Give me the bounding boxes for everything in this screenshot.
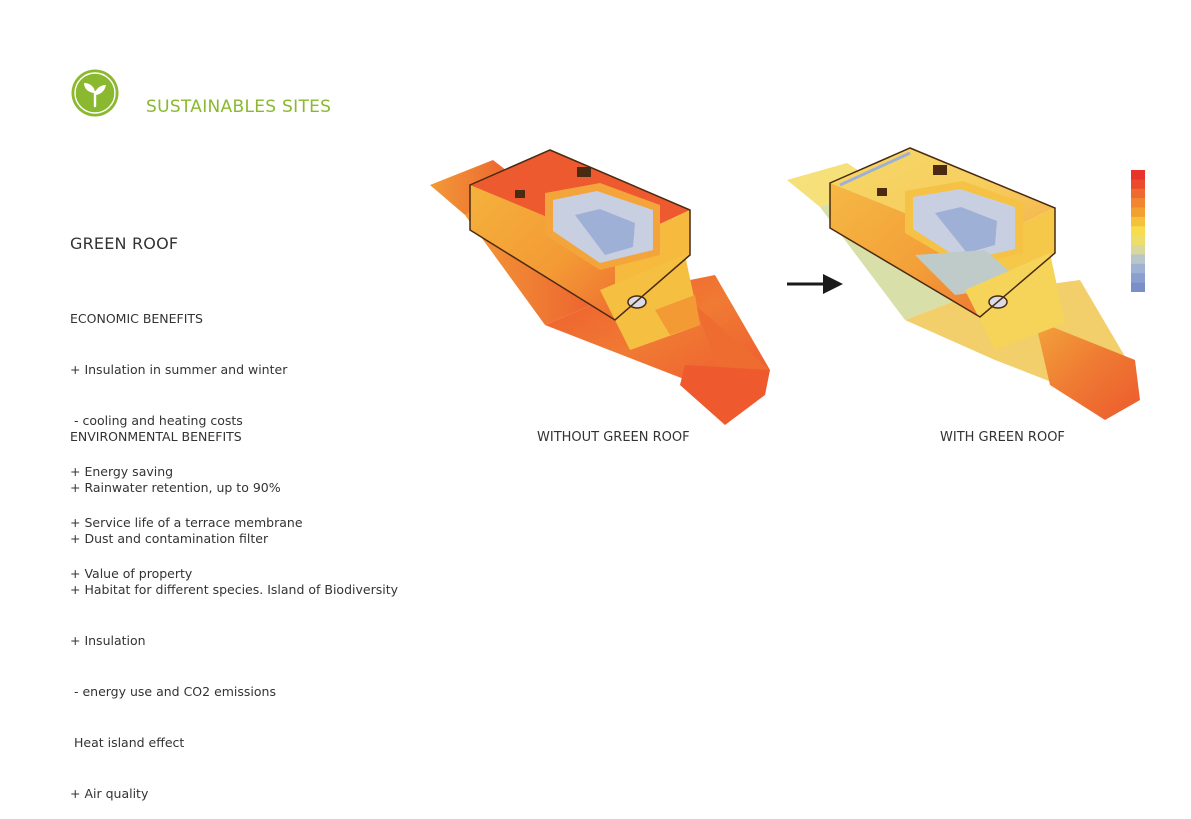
scale-swatch xyxy=(1131,235,1145,246)
list-item: - energy use and CO2 emissions xyxy=(70,684,276,699)
page-heading: GREEN ROOF xyxy=(70,234,179,253)
scale-swatch xyxy=(1131,263,1145,274)
list-item: + Value of property xyxy=(70,566,193,581)
scale-swatch xyxy=(1131,245,1145,255)
list-item: + Energy saving xyxy=(70,464,174,479)
economic-benefits-list: ECONOMIC BENEFITS + Insulation in summer… xyxy=(70,276,303,599)
list-item: + Insulation in summer and winter xyxy=(70,362,288,377)
building-heatmap-with-green-roof xyxy=(787,147,1140,420)
economic-benefits-title: ECONOMIC BENEFITS xyxy=(70,311,203,326)
scale-swatch xyxy=(1131,207,1145,218)
scale-swatch xyxy=(1131,198,1145,208)
list-item: Heat island effect xyxy=(70,735,185,750)
scale-swatch xyxy=(1131,179,1145,190)
list-item: - cooling and heating costs xyxy=(70,413,243,428)
section-title: SUSTAINABLES SITES xyxy=(146,97,332,117)
scale-swatch xyxy=(1131,170,1145,180)
list-item: + Dust and contamination filter xyxy=(70,531,269,546)
scale-swatch xyxy=(1131,254,1145,265)
caption-without-green-roof: WITHOUT GREEN ROOF xyxy=(537,430,690,445)
temperature-color-scale xyxy=(1131,170,1145,292)
sprout-leaf-icon xyxy=(71,69,119,117)
caption-with-green-roof: WITH GREEN ROOF xyxy=(940,430,1065,445)
environmental-benefits-title: ENVIRONMENTAL BENEFITS xyxy=(70,429,242,444)
scale-swatch xyxy=(1131,226,1145,236)
scale-swatch xyxy=(1131,282,1145,292)
scale-swatch xyxy=(1131,188,1145,199)
scale-swatch xyxy=(1131,216,1145,227)
building-heatmap-without-green-roof xyxy=(430,149,770,425)
scale-swatch xyxy=(1131,273,1145,283)
right-arrow-icon xyxy=(787,274,843,294)
list-item: + Service life of a terrace membrane xyxy=(70,515,303,530)
environmental-benefits-list: ENVIRONMENTAL BENEFITS + Rainwater reten… xyxy=(70,394,398,819)
list-item: + Air quality xyxy=(70,786,149,801)
list-item: + Insulation xyxy=(70,633,146,648)
list-item: + Rainwater retention, up to 90% xyxy=(70,480,281,495)
list-item: + Habitat for different species. Island … xyxy=(70,582,399,597)
